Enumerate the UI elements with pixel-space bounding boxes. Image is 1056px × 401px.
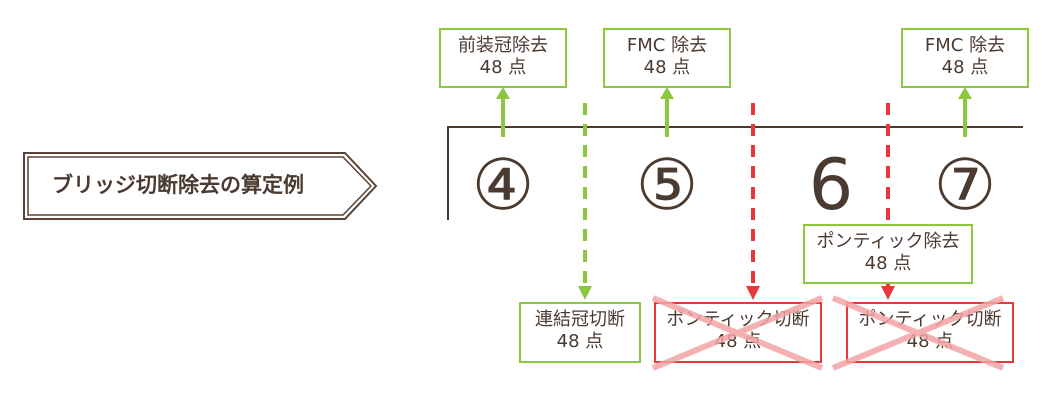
tooth-4: ④	[471, 144, 535, 226]
title-text: ブリッジ切断除去の算定例	[52, 173, 304, 197]
title-banner: ブリッジ切断除去の算定例	[28, 157, 358, 215]
bottom-box-pontic-cut-2: ポンティック切断 48 点	[846, 302, 1014, 363]
top-box-fmc-removal-7: FMC 除去 48 点	[901, 28, 1029, 88]
top-box-fmc-removal-5: FMC 除去 48 点	[603, 28, 731, 88]
arrow-up-5	[660, 87, 674, 137]
box-points: 48 点	[941, 57, 989, 78]
box-points: 48 点	[643, 57, 691, 78]
tooth-6-pontic: 6	[808, 144, 854, 226]
box-label: FMC 除去	[924, 35, 1006, 56]
box-points: 48 点	[556, 331, 604, 352]
box-points: 48 点	[714, 331, 762, 352]
box-label: 連結冠切断	[535, 309, 625, 330]
box-points: 48 点	[864, 253, 912, 274]
box-label: 前装冠除去	[458, 35, 548, 56]
cut-line-green	[578, 103, 592, 300]
title-frame-inner	[27, 156, 373, 216]
box-points: 48 点	[479, 57, 527, 78]
box-label: ポンティック切断	[858, 309, 1002, 330]
box-label: FMC 除去	[626, 35, 708, 56]
cut-line-red-1	[746, 103, 760, 300]
top-box-front-crown-removal: 前装冠除去 48 点	[439, 28, 567, 88]
arrow-up-7	[958, 87, 972, 137]
title-frame-outer	[23, 152, 378, 220]
pontic-removal-box: ポンティック除去 48 点	[803, 224, 973, 284]
box-points: 48 点	[906, 331, 954, 352]
bottom-box-connected-crown-cut: 連結冠切断 48 点	[519, 302, 641, 363]
tooth-7: ⑦	[933, 144, 997, 226]
tooth-5: ⑤	[635, 144, 699, 226]
bottom-box-pontic-cut-1: ポンティック切断 48 点	[654, 302, 822, 363]
box-label: ポンティック切断	[666, 309, 810, 330]
arrow-up-4	[496, 87, 510, 137]
box-label: ポンティック除去	[816, 231, 960, 252]
